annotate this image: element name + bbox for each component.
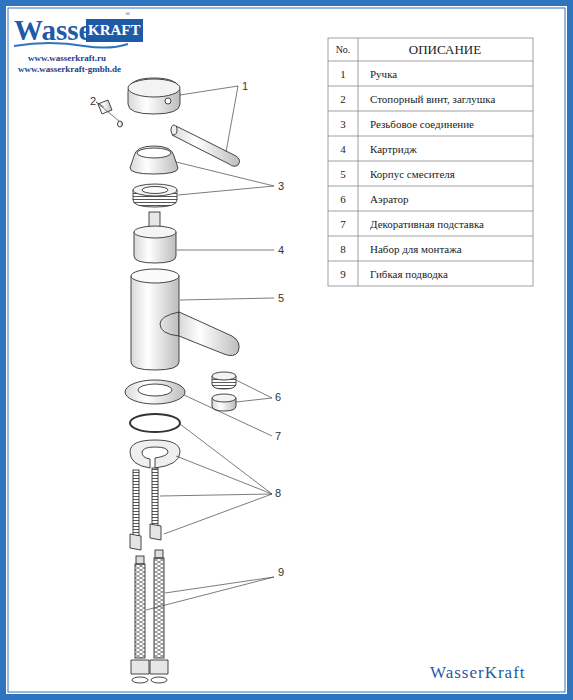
callout-number: 8 (275, 487, 281, 499)
table-header: ОПИСАНИЕ (409, 43, 481, 57)
table-cell: Гибкая подводка (370, 268, 448, 280)
frame-inner (8, 8, 565, 692)
table-cell: Резьбовое соединение (370, 118, 474, 130)
table-cell: 5 (340, 168, 346, 180)
frame (3, 3, 570, 697)
callout-number: 9 (278, 566, 284, 578)
table-cell: 6 (340, 193, 346, 205)
callout-number: 3 (278, 180, 284, 192)
table-cell: Ручка (370, 68, 397, 80)
footer-logo: WasserKraft (430, 664, 526, 683)
table-cell: 2 (340, 93, 346, 105)
table-cell: Корпус смесителя (370, 168, 455, 180)
table-cell: Аэратор (370, 193, 408, 205)
trademark: ® (125, 11, 130, 19)
table-cell: Стопорный винт, заглушка (370, 93, 495, 105)
leader-lines (96, 86, 274, 610)
table-cell: 3 (340, 118, 346, 130)
callout-number: 4 (278, 244, 284, 256)
table-cell: 1 (340, 68, 346, 80)
callout-number: 2 (90, 95, 96, 107)
table-cell: Набор для монтажа (370, 243, 462, 255)
table-grid (328, 38, 533, 286)
table-cell: 9 (340, 268, 346, 280)
callout-number: 5 (278, 292, 284, 304)
table-cell: Декоративная подставка (370, 218, 484, 230)
logo-word: KRAFT (86, 19, 143, 42)
website: www.wasserkraft-gmbh.de (18, 65, 121, 75)
callout-number: 1 (242, 80, 248, 92)
website: www.wasserkraft.ru (28, 54, 106, 64)
callout-number: 6 (275, 391, 281, 403)
table-header: No. (336, 44, 351, 55)
table-cell: Картридж (370, 143, 417, 155)
callout-number: 7 (275, 430, 281, 442)
table-cell: 8 (340, 243, 346, 255)
table-cell: 7 (340, 218, 346, 230)
table-cell: 4 (340, 143, 346, 155)
